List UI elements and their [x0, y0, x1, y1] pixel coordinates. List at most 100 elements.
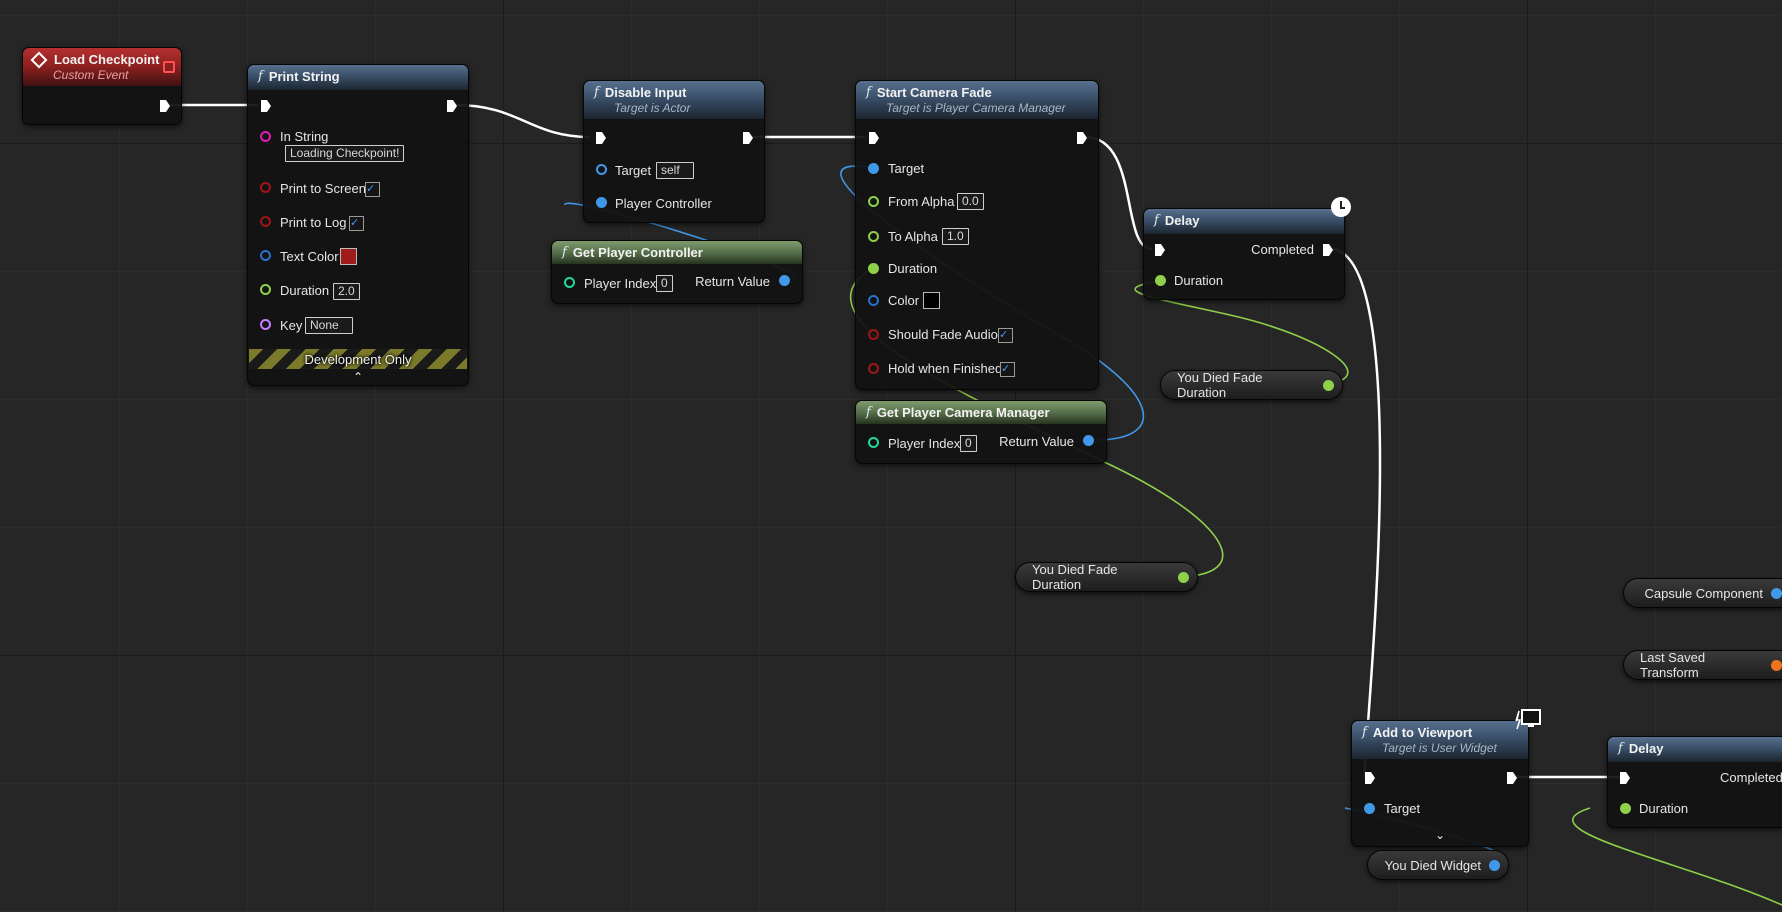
to-alpha-input[interactable]: 1.0 — [942, 228, 969, 245]
var-you-died-fade-duration-1[interactable]: You Died Fade Duration — [1160, 370, 1343, 400]
exec-in-pin[interactable] — [1154, 243, 1166, 257]
node-subtitle: Target is Actor — [614, 101, 691, 115]
duration-pin[interactable] — [260, 284, 271, 295]
exec-in-pin[interactable] — [868, 131, 880, 145]
exec-pin-icon — [1365, 772, 1375, 784]
int-pin-icon — [564, 277, 575, 288]
player-index-label: Player Index — [888, 436, 961, 451]
player-index-input[interactable]: 0 — [960, 435, 977, 452]
player-index-pin[interactable] — [564, 277, 575, 288]
exec-out-pin[interactable] — [742, 131, 754, 145]
exec-in-pin[interactable] — [1364, 771, 1376, 785]
var-last-saved-transform[interactable]: Last Saved Transform — [1623, 650, 1782, 680]
fade-color-swatch[interactable] — [923, 292, 940, 309]
print-to-log-label: Print to Log — [280, 215, 347, 230]
var-you-died-fade-duration-2[interactable]: You Died Fade Duration — [1015, 562, 1198, 592]
print-to-log-checkbox[interactable]: ✓ — [349, 216, 364, 231]
float-pin-icon[interactable] — [1323, 379, 1334, 391]
text-color-swatch[interactable] — [340, 248, 357, 265]
node-title: Add to Viewport — [1372, 725, 1473, 740]
duration-label: Duration — [1639, 801, 1689, 816]
key-input[interactable]: None — [305, 317, 353, 334]
function-f-icon: f — [1154, 213, 1159, 228]
return-value-pin[interactable] — [779, 275, 790, 286]
node-title: Disable Input — [604, 85, 687, 100]
should-fade-audio-pin[interactable] — [868, 329, 879, 340]
exec-out-pin[interactable] — [159, 99, 171, 113]
object-pin-icon — [868, 163, 879, 174]
print-to-screen-checkbox[interactable]: ✓ — [365, 182, 380, 197]
color-pin[interactable] — [868, 295, 879, 306]
player-controller-label: Player Controller — [615, 196, 712, 211]
var-label: Last Saved Transform — [1640, 650, 1706, 680]
object-pin-icon — [596, 197, 607, 208]
from-alpha-pin[interactable] — [868, 196, 879, 207]
return-value-label: Return Value — [999, 434, 1074, 449]
exec-out-pin[interactable] — [446, 99, 458, 113]
exec-pin-icon — [596, 132, 606, 144]
bool-pin-icon — [868, 363, 879, 374]
node-header: Load Checkpoint Custom Event — [23, 48, 181, 86]
in-string-label: In String — [280, 129, 329, 144]
target-input[interactable]: self — [656, 162, 694, 179]
duration-pin[interactable] — [1155, 275, 1166, 286]
delegate-pin-icon[interactable] — [163, 61, 175, 73]
object-pin-icon[interactable] — [1771, 587, 1782, 599]
player-index-input[interactable]: 0 — [656, 275, 673, 292]
function-f-icon: f — [562, 245, 567, 260]
node-subtitle: Target is Player Camera Manager — [886, 101, 1066, 115]
object-pin-icon — [1364, 803, 1375, 814]
var-you-died-widget[interactable]: You Died Widget — [1367, 850, 1509, 880]
hold-when-finished-checkbox[interactable]: ✓ — [1000, 362, 1015, 377]
exec-in-pin[interactable] — [260, 99, 272, 113]
hold-when-finished-pin[interactable] — [868, 363, 879, 374]
target-pin[interactable] — [596, 164, 607, 175]
target-pin[interactable] — [1364, 803, 1375, 814]
exec-in-pin[interactable] — [595, 131, 607, 145]
to-alpha-pin[interactable] — [868, 231, 879, 242]
target-label: Target — [888, 161, 925, 176]
text-color-label: Text Color — [280, 249, 339, 264]
completed-label: Completed — [1720, 770, 1782, 785]
string-pin-icon — [260, 131, 271, 142]
should-fade-audio-checkbox[interactable]: ✓ — [998, 328, 1013, 343]
completed-exec-pin[interactable] — [1322, 243, 1334, 257]
var-label: You Died Fade Duration — [1032, 562, 1118, 592]
text-color-pin[interactable] — [260, 250, 271, 261]
print-to-screen-pin[interactable] — [260, 182, 271, 193]
exec-pin-icon — [447, 100, 457, 112]
duration-input[interactable]: 2.0 — [333, 283, 360, 300]
player-index-pin[interactable] — [868, 437, 879, 448]
node-load-checkpoint[interactable]: Load Checkpoint Custom Event — [22, 47, 182, 125]
duration-pin[interactable] — [1620, 803, 1631, 814]
duration-pin[interactable] — [868, 263, 879, 274]
collapse-chevron-icon[interactable]: ⌃ — [352, 370, 364, 384]
player-controller-pin[interactable] — [596, 197, 607, 208]
var-capsule-component[interactable]: Capsule Component — [1623, 578, 1782, 608]
expand-chevron-icon[interactable]: ⌄ — [1434, 828, 1446, 842]
exec-in-pin[interactable] — [1619, 771, 1631, 785]
exec-out-pin[interactable] — [1506, 771, 1518, 785]
target-pin[interactable] — [868, 163, 879, 174]
from-alpha-input[interactable]: 0.0 — [957, 193, 984, 210]
transform-pin-icon[interactable] — [1771, 659, 1782, 671]
in-string-pin[interactable] — [260, 131, 271, 142]
exec-out-pin[interactable] — [1076, 131, 1088, 145]
float-pin-icon[interactable] — [1178, 571, 1189, 583]
object-pin-icon[interactable] — [1489, 859, 1500, 871]
bool-pin-icon — [868, 329, 879, 340]
print-to-log-pin[interactable] — [260, 216, 271, 227]
return-value-pin[interactable] — [1083, 435, 1094, 446]
key-pin[interactable] — [260, 319, 271, 330]
in-string-input[interactable]: Loading Checkpoint! — [285, 145, 405, 162]
